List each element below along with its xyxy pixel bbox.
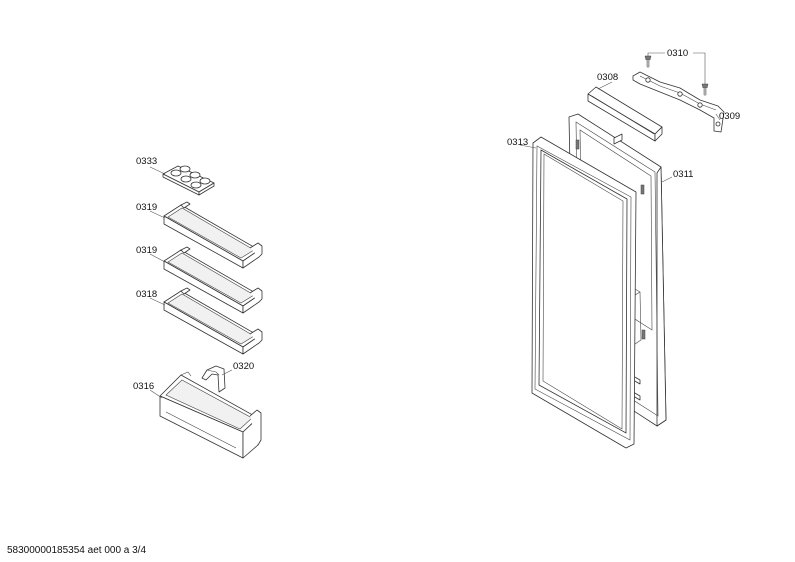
leader-0308: [597, 81, 613, 90]
leader-0309: [715, 113, 721, 121]
leader-0311: [661, 176, 673, 183]
leader-0320: [221, 369, 233, 376]
door-shelf-upper: [163, 201, 263, 269]
label-0310: 0310: [667, 48, 688, 59]
leader-0318: [149, 297, 166, 306]
label-0319-middle: 0319: [136, 245, 157, 256]
label-0313: 0313: [507, 137, 528, 148]
leader-0333: [149, 166, 166, 175]
egg-tray: [162, 165, 215, 196]
label-0309: 0309: [719, 111, 740, 122]
door-shelf-lower: [163, 287, 263, 355]
door-cover: [587, 86, 663, 142]
label-0318: 0318: [136, 289, 157, 300]
screw-lower: [701, 83, 709, 96]
label-0333: 0333: [136, 156, 157, 167]
bottle-holder: [201, 365, 226, 393]
door-hinge: [632, 71, 725, 133]
label-0308: 0308: [597, 72, 618, 83]
bottle-shelf: [159, 371, 262, 459]
leader-0313: [519, 144, 537, 149]
label-0311: 0311: [673, 169, 693, 180]
leader-0319-middle: [149, 253, 166, 263]
label-0316: 0316: [133, 381, 154, 392]
door-shelf-middle: [163, 246, 263, 314]
document-reference: 58300000185354 aet 000 a 3/4: [7, 545, 146, 556]
leader-0310: [647, 52, 706, 84]
label-0320: 0320: [233, 361, 254, 372]
label-0319-upper: 0319: [136, 202, 157, 213]
door-seal: [531, 136, 637, 449]
leader-0316: [149, 389, 163, 399]
screw-upper: [644, 55, 652, 68]
leader-0319-upper: [149, 210, 166, 219]
